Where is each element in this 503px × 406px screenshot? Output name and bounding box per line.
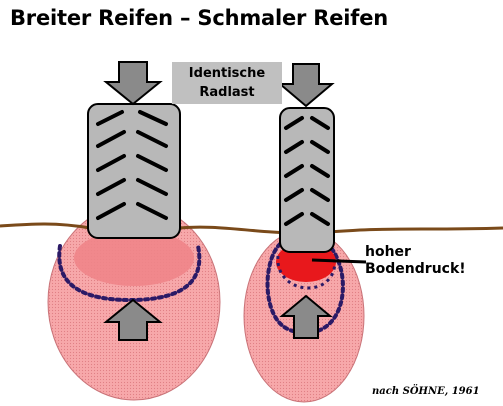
narrow-tire xyxy=(279,107,335,253)
high-pressure-line2: Bodendruck! xyxy=(365,261,466,277)
identical-load-line2: Radlast xyxy=(199,85,255,100)
up-arrow-icon xyxy=(279,294,333,339)
high-pressure-core-outline xyxy=(276,255,337,290)
wide-tire-pressure-boundary xyxy=(57,244,202,303)
high-pressure-label: hoher Bodendruck! xyxy=(365,244,495,278)
high-pressure-line1: hoher xyxy=(365,244,411,260)
up-arrow-icon xyxy=(103,298,163,341)
wide-tire xyxy=(87,103,181,239)
page-title: Breiter Reifen – Schmaler Reifen xyxy=(10,6,389,30)
pressure-pointer-line xyxy=(311,258,367,264)
identical-load-label: Identische Radlast xyxy=(172,62,282,104)
soil-surface-line xyxy=(0,222,503,235)
source-citation: nach SÖHNE, 1961 xyxy=(372,386,480,397)
wide-tire-compaction-zone xyxy=(74,230,194,286)
identical-load-line1: Identische xyxy=(188,66,266,81)
down-arrow-icon xyxy=(277,63,335,108)
down-arrow-icon xyxy=(103,61,163,106)
